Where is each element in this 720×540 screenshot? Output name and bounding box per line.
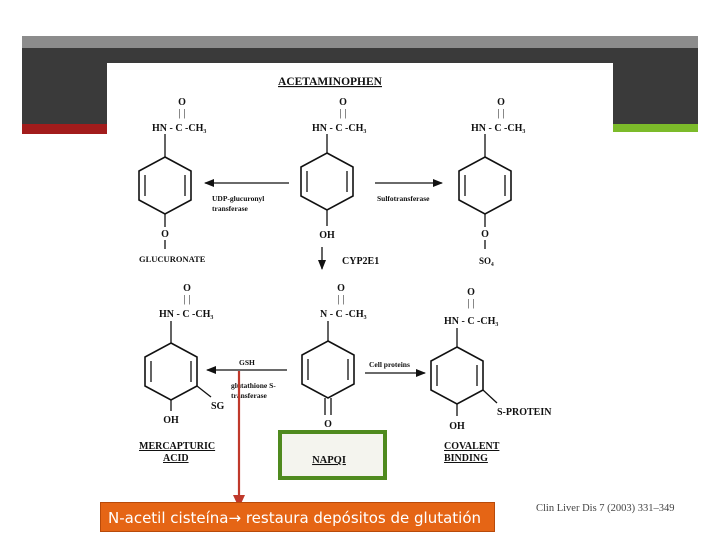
slide-red-accent <box>22 124 110 134</box>
gsh-label: GSH <box>239 358 255 367</box>
cell-proteins-label: Cell proteins <box>369 360 410 369</box>
covalent-molecule: O | | HN - C -CH₃ S-PROTEIN OH COVALENT … <box>430 287 552 464</box>
citation-text: Clin Liver Dis 7 (2003) 331–349 <box>536 503 675 514</box>
sulfate-ring <box>458 156 512 215</box>
covalent-oh: OH <box>449 421 465 432</box>
glucuronide-o: O <box>178 97 186 108</box>
footer-note: N-acetil cisteína→ restaura depósitos de… <box>100 502 495 532</box>
red-annotation-arrowhead <box>233 495 245 508</box>
acetaminophen-ring <box>300 152 354 211</box>
covalent-ring <box>430 346 484 405</box>
udp-label-1: UDP-glucuronyl <box>212 194 264 203</box>
covalent-label-2: BINDING <box>444 453 488 464</box>
glucuronide-double-bond: | | <box>179 108 186 119</box>
acetaminophen-oh: OH <box>319 230 335 241</box>
mercapturic-double-bond: | | <box>184 294 191 305</box>
napqi-o: O <box>337 283 345 294</box>
metabolism-diagram: ACETAMINOPHEN O | | HN - C -CH₃ OH O | |… <box>138 76 552 508</box>
sulfate-formula: HN - C -CH₃ <box>471 123 525 134</box>
napqi-box <box>278 430 387 480</box>
acetaminophen-metabolism-figure: ACETAMINOPHEN O | | HN - C -CH₃ OH O | |… <box>107 63 613 508</box>
mercapturic-label-1: MERCAPTURIC <box>139 441 215 452</box>
napqi-formula: N - C -CH₃ <box>320 309 367 320</box>
mercapturic-label-2: ACID <box>163 453 189 464</box>
glucuronide-formula: HN - C -CH₃ <box>152 123 206 134</box>
acetaminophen-o: O <box>339 97 347 108</box>
slide-green-accent <box>612 124 698 132</box>
covalent-sprotein: S-PROTEIN <box>497 407 552 418</box>
glucuronide-o-bottom: O <box>161 229 169 240</box>
glucuronate-label: GLUCURONATE <box>139 254 206 264</box>
acetaminophen-formula: HN - C -CH₃ <box>312 123 366 134</box>
sulfate-double-bond: | | <box>498 108 505 119</box>
covalent-formula: HN - C -CH₃ <box>444 316 498 327</box>
napqi-ring <box>301 340 355 399</box>
napqi-label: NAPQI <box>312 455 346 466</box>
mercapturic-molecule: O | | HN - C -CH₃ SG OH MERCAPTURIC ACID <box>139 283 225 464</box>
mercapturic-sg: SG <box>211 401 225 412</box>
cyp2e1-label: CYP2E1 <box>342 256 379 267</box>
mercapturic-ring <box>144 342 198 401</box>
acetaminophen-molecule: O | | HN - C -CH₃ OH <box>300 97 366 241</box>
diagram-title: ACETAMINOPHEN <box>278 76 383 88</box>
sulfate-molecule: O | | HN - C -CH₃ O SO₄ <box>458 97 525 266</box>
glucuronide-molecule: O | | HN - C -CH₃ O GLUCURONATE <box>138 97 206 264</box>
slide-top-bar <box>22 36 698 48</box>
sulfate-o: O <box>497 97 505 108</box>
mercapturic-formula: HN - C -CH₃ <box>159 309 213 320</box>
udp-label-2: transferase <box>212 204 248 213</box>
napqi-double-bond: | | <box>338 294 345 305</box>
covalent-label-1: COVALENT <box>444 441 500 452</box>
sulfotransferase-label: Sulfotransferase <box>377 194 430 203</box>
mercapturic-o: O <box>183 283 191 294</box>
sulfate-label: SO₄ <box>479 256 494 266</box>
sulfate-o-bottom: O <box>481 229 489 240</box>
covalent-o: O <box>467 287 475 298</box>
covalent-double-bond: | | <box>468 298 475 309</box>
glucuronide-ring <box>138 156 192 215</box>
mercapturic-oh: OH <box>163 415 179 426</box>
gst-label-2: transferase <box>231 391 267 400</box>
napqi-molecule: O | | N - C -CH₃ O <box>301 283 367 430</box>
acetaminophen-double-bond: | | <box>340 108 347 119</box>
gst-label-1: glutathione S- <box>231 381 276 390</box>
napqi-o-bottom: O <box>324 419 332 430</box>
